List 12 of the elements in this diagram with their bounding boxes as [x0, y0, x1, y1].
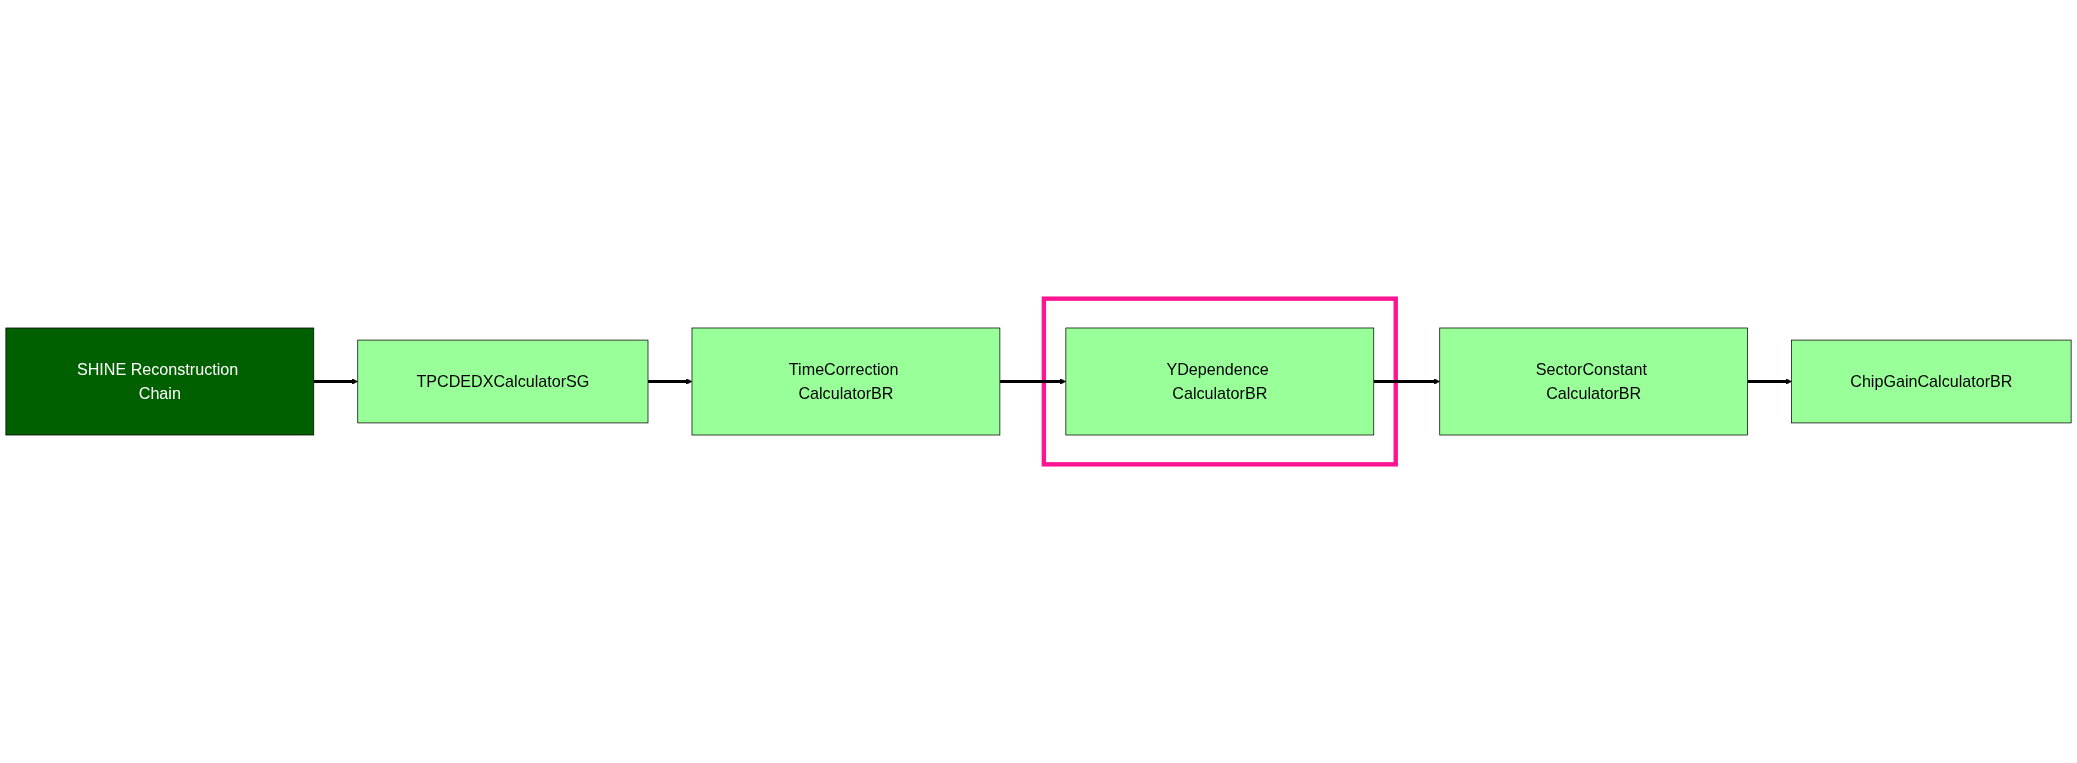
- arrow: [1747, 378, 1792, 385]
- node-box: TimeCorrection CalculatorBR: [691, 327, 1001, 436]
- node-box: SHINE Reconstruction Chain: [5, 327, 315, 436]
- node-box: TPCDEDXCalculatorSG: [357, 339, 649, 424]
- node-box: SectorConstant CalculatorBR: [1439, 327, 1748, 436]
- arrow: [1373, 378, 1440, 385]
- arrow: [313, 378, 359, 385]
- cluster: [1041, 296, 1398, 467]
- node-box: ChipGainCalculatorBR: [1791, 339, 2072, 424]
- arrow: [648, 378, 693, 385]
- arrow: [999, 378, 1067, 385]
- node-box: YDependence CalculatorBR: [1065, 327, 1375, 436]
